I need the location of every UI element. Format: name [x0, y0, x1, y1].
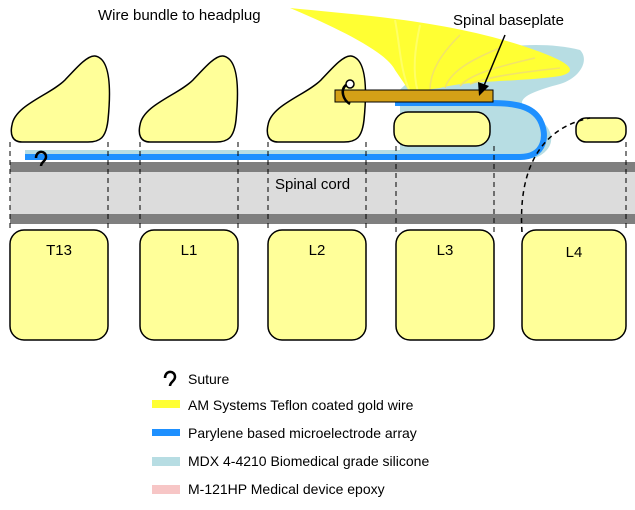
vertebra-label: L2: [309, 242, 326, 259]
spinal-cord: [10, 172, 635, 214]
wire-swatch: [152, 400, 180, 408]
dura-bottom: [10, 214, 635, 224]
wire-bundle: [290, 8, 571, 93]
legend-label: MDX 4-4210 Biomedical grade silicone: [188, 453, 429, 469]
spinal-baseplate-label: Spinal baseplate: [453, 12, 564, 29]
legend-item: M-121HP Medical device epoxy: [152, 481, 385, 497]
legend-item: AM Systems Teflon coated gold wire: [152, 397, 414, 413]
vertebra-body-l2: [267, 229, 367, 341]
vertebra-body-t13: [9, 229, 109, 341]
legend-item: Parylene based microelectrode array: [152, 425, 417, 441]
legend-label: M-121HP Medical device epoxy: [188, 481, 385, 497]
dashed-guides: [9, 117, 627, 233]
suture-icon: [341, 79, 355, 106]
silicone-swatch: [152, 457, 180, 466]
vertebra-process-t13: [10, 55, 111, 143]
vertebra-body-l4: [521, 229, 627, 341]
vertebra-label: L4: [566, 244, 583, 261]
vertebra-label: L3: [437, 242, 454, 259]
legend-label: AM Systems Teflon coated gold wire: [188, 397, 414, 413]
vertebra-body-l3: [395, 229, 495, 341]
baseplate-pointer-arrowhead: [478, 82, 489, 96]
legend-label: Parylene based microelectrode array: [188, 425, 417, 441]
vertebra-process-l2: [266, 55, 367, 143]
vertebra-body-l1: [139, 229, 239, 341]
vertebra-process-l1: [138, 55, 239, 143]
array-swatch: [152, 429, 180, 436]
microelectrode-array: [25, 100, 547, 160]
vertebra-process-l3: [393, 111, 491, 147]
epoxy-swatch: [152, 485, 180, 494]
vertebra-label: T13: [46, 242, 72, 259]
legend: Suture AM Systems Teflon coated gold wir…: [152, 370, 429, 497]
baseplate-pointer-line: [482, 34, 506, 89]
wire-bundle-label: Wire bundle to headplug: [98, 7, 261, 24]
vertebra-label: L1: [181, 242, 198, 259]
suture-icon: [34, 150, 48, 167]
legend-label: Suture: [188, 371, 229, 387]
vertebra-process-l4: [575, 117, 627, 143]
dura-top: [10, 162, 635, 172]
suture-icon: [163, 370, 177, 387]
legend-item: MDX 4-4210 Biomedical grade silicone: [152, 453, 429, 469]
spinal-baseplate: [334, 89, 494, 103]
legend-item: Suture: [163, 370, 229, 387]
spinal-cord-label: Spinal cord: [275, 176, 350, 193]
